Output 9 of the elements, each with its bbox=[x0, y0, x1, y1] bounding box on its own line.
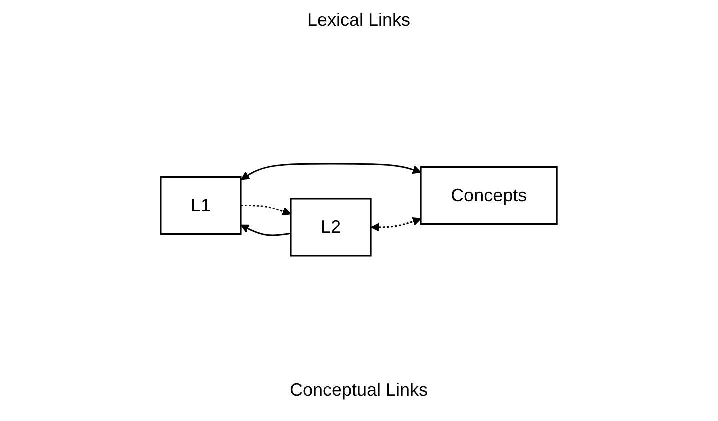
arrow bbox=[240, 224, 292, 236]
arrow bbox=[371, 217, 422, 232]
link-type-label: Conceptual Links bbox=[290, 380, 428, 400]
node-box: L1 bbox=[160, 176, 242, 235]
node-box: Concepts bbox=[420, 166, 558, 225]
arrow bbox=[240, 205, 292, 216]
link-type-label: Lexical Links bbox=[307, 10, 411, 30]
node-box: L2 bbox=[290, 198, 372, 257]
arrow bbox=[240, 163, 422, 180]
